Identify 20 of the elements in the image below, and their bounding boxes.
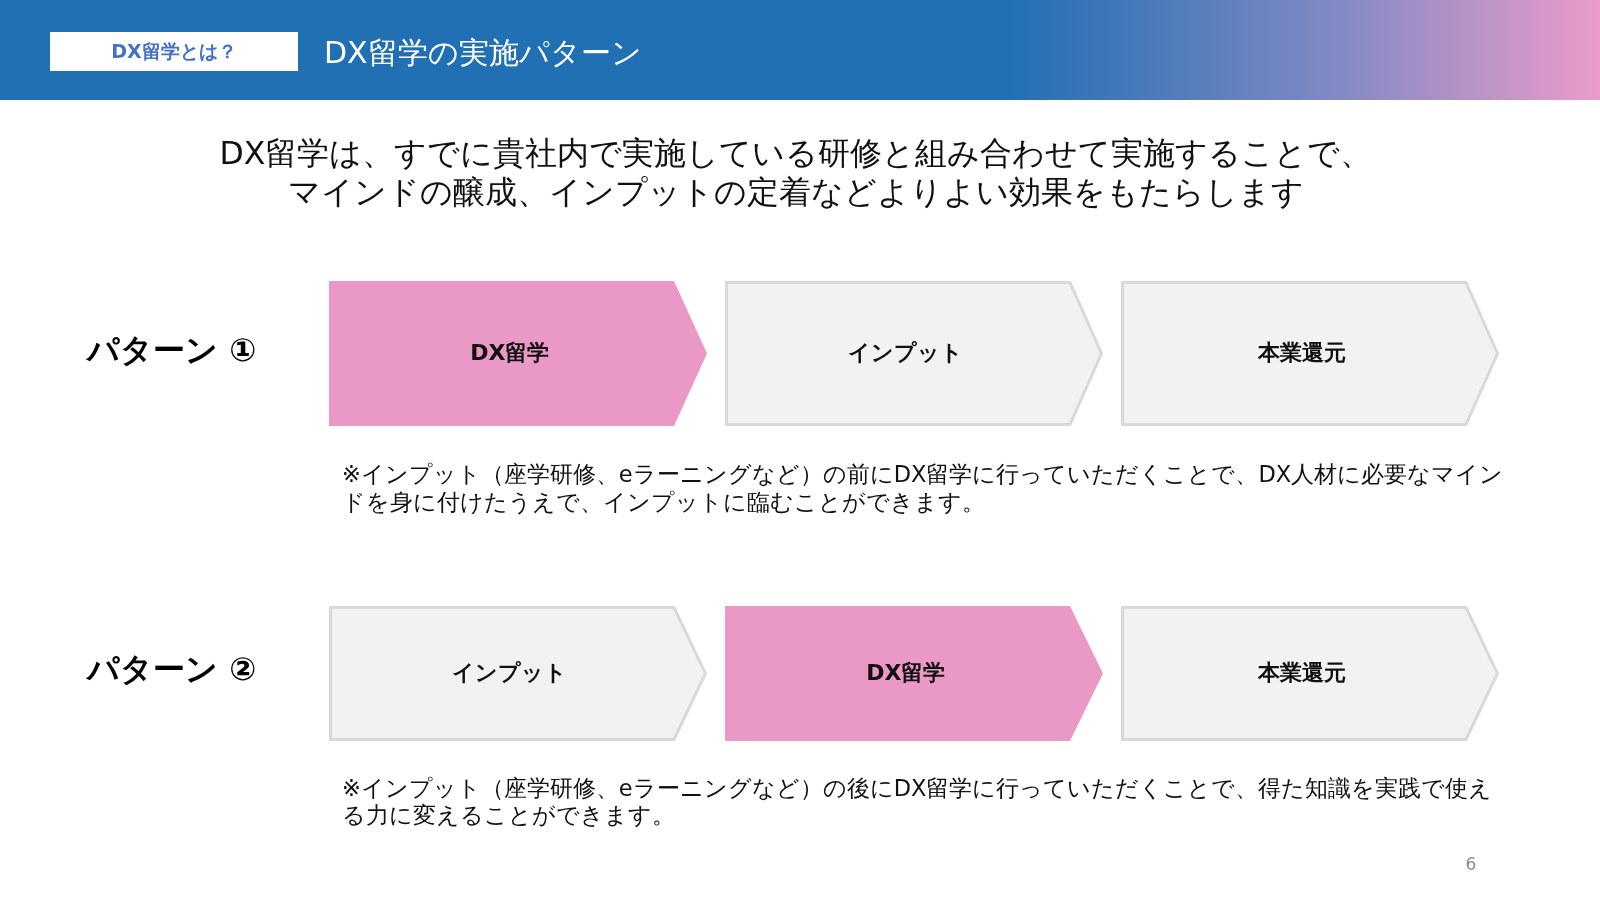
chevron-step bbox=[329, 281, 707, 426]
step-label: インプット bbox=[848, 340, 964, 367]
page-title: DX留学の実施パターン bbox=[324, 35, 642, 71]
step-label: 本業還元 bbox=[1257, 340, 1346, 367]
intro-text: DX留学は、すでに貴社内で実施している研修と組み合わせて実施することで、マインドの醸成、インプットの定着などよりよい効果をもたらします bbox=[218, 134, 1374, 212]
step-label: DX留学 bbox=[470, 340, 550, 367]
chevron-step bbox=[1121, 606, 1499, 741]
step-label: DX留学 bbox=[866, 660, 946, 687]
step-label: 本業還元 bbox=[1257, 660, 1346, 687]
step-label: インプット bbox=[452, 660, 568, 687]
note-text: ※インプット（座学研修、eラーニングなど）の前にDX留学に行っていただくことで、DX人材に必要なマインドを身に付けたうえで、インプットに臨むことができます。 bbox=[342, 460, 1505, 516]
pattern-label: パターン ① bbox=[87, 330, 257, 370]
section-tag: DX留学とは？ bbox=[50, 32, 298, 71]
chevron-step bbox=[725, 281, 1103, 426]
pattern-label: パターン ② bbox=[87, 649, 257, 689]
note-text: ※インプット（座学研修、eラーニングなど）の後にDX留学に行っていただくことで、得た知識を実践で使える力に変えることができます。 bbox=[342, 775, 1494, 829]
chevron-step bbox=[725, 606, 1103, 741]
chevron-step bbox=[1121, 281, 1499, 426]
chevron-step bbox=[329, 606, 707, 741]
page-number: 6 bbox=[1465, 853, 1477, 875]
